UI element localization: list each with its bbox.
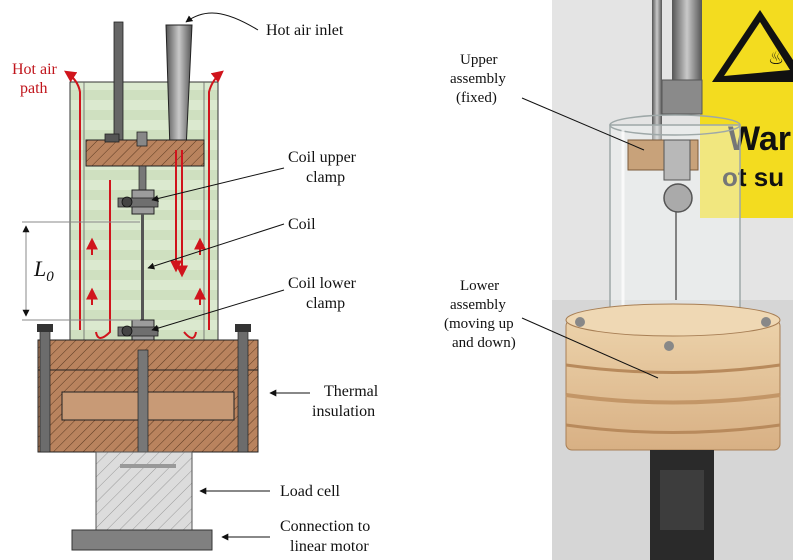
schematic-diagram: L0 Hot air inlet Hot air path Coil upper… [12,12,382,555]
apparatus-photo: ♨ Warn ot su [444,0,793,560]
coil-upper-clamp-label: Coil upper clamp [288,149,360,186]
upper-assembly-label: Upper assembly (fixed) [450,52,510,106]
warning-sign: ♨ Warn ot su [700,0,793,218]
l0-label: L0 [33,256,54,285]
photo-lower-assembly [565,303,781,451]
bolt-right [237,325,249,453]
hot-air-path-label: Hot air path [12,61,61,97]
threaded-rod-left [113,21,124,143]
svg-text:♨: ♨ [768,48,784,69]
lower-assembly-label: Lower assembly (moving up and down) [444,278,517,351]
bolt-left [39,325,51,453]
load-cell-label: Load cell [280,483,341,500]
warning-text-line2: ot su [722,162,784,192]
coil-lower-clamp-label: Coil lower clamp [288,275,360,312]
hot-air-inlet-label: Hot air inlet [266,22,344,39]
coil-upper-clamp [117,189,159,215]
coil-label: Coil [288,216,316,233]
leader-lines [147,12,310,541]
load-cell [95,451,193,531]
photo-leader-lines [521,97,659,379]
coil-lower-clamp [117,319,159,345]
hot-air-arrows [64,70,224,339]
connection-label: Connection to linear motor [280,518,374,555]
thermal-insulation-label: Thermal insulation [312,383,382,420]
lower-wooden-block [37,339,259,469]
motor-connection-plate [71,529,213,551]
coil-wire [141,214,144,326]
l0-dimension [22,221,140,321]
